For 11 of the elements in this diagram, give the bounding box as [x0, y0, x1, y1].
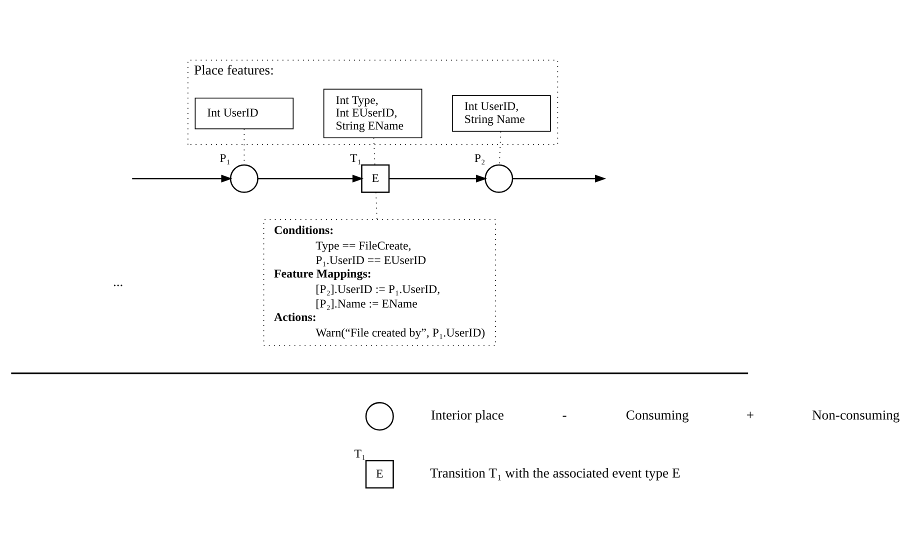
label: ...	[112, 274, 124, 289]
legend-label: Transition T₁ with the associated event type E	[430, 465, 680, 480]
node-label: P₁	[220, 150, 230, 165]
label: -	[562, 408, 567, 423]
node-label: P₂	[474, 150, 486, 165]
legend-label: Non-consuming	[812, 408, 900, 423]
node-label: T₁	[354, 446, 366, 460]
legend-label: Consuming	[626, 408, 689, 423]
node-label: T₁	[350, 150, 362, 165]
legend-label: Interior place	[430, 408, 504, 423]
label: +	[746, 408, 754, 423]
